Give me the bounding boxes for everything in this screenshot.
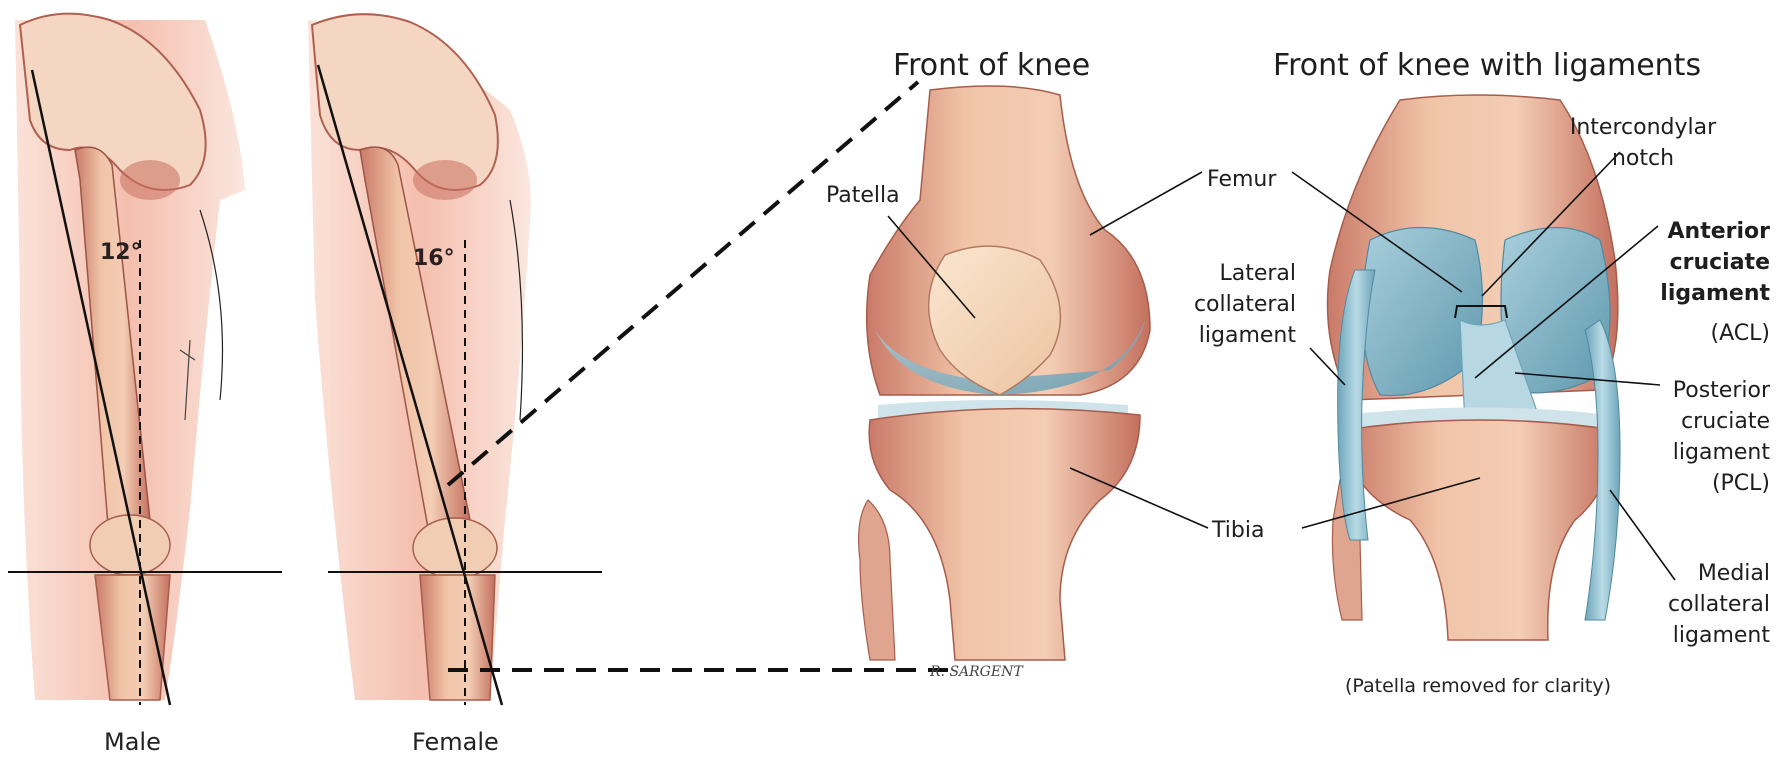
knee-with-ligaments-title: Front of knee with ligaments	[1273, 48, 1701, 83]
female-label: Female	[412, 728, 499, 756]
acl-label: Anterior cruciate ligament	[1615, 216, 1770, 309]
knee-with-ligaments-illustration	[1328, 95, 1621, 640]
patella-label: Patella	[826, 180, 900, 211]
patella-removed-caption: (Patella removed for clarity)	[1345, 675, 1611, 697]
intercondylar-notch-label: Intercondylar notch	[1568, 112, 1718, 174]
front-of-knee-illustration: R. SARGENT	[859, 86, 1150, 680]
acl-abbreviation-label: (ACL)	[1675, 318, 1770, 349]
tibia-label: Tibia	[1212, 515, 1264, 546]
male-label: Male	[104, 728, 161, 756]
medial-collateral-ligament-label: Medial collateral ligament	[1615, 558, 1770, 651]
male-leg	[8, 14, 282, 705]
front-of-knee-title: Front of knee	[893, 48, 1090, 83]
lateral-collateral-ligament-label: Lateral collateral ligament	[1180, 258, 1296, 351]
artist-signature: R. SARGENT	[929, 664, 1024, 680]
female-leg	[308, 14, 602, 705]
pcl-label: Posterior cruciate ligament (PCL)	[1615, 375, 1770, 499]
male-angle-label: 12°	[100, 240, 142, 265]
female-angle-label: 16°	[413, 246, 455, 271]
femur-label: Femur	[1207, 164, 1276, 195]
